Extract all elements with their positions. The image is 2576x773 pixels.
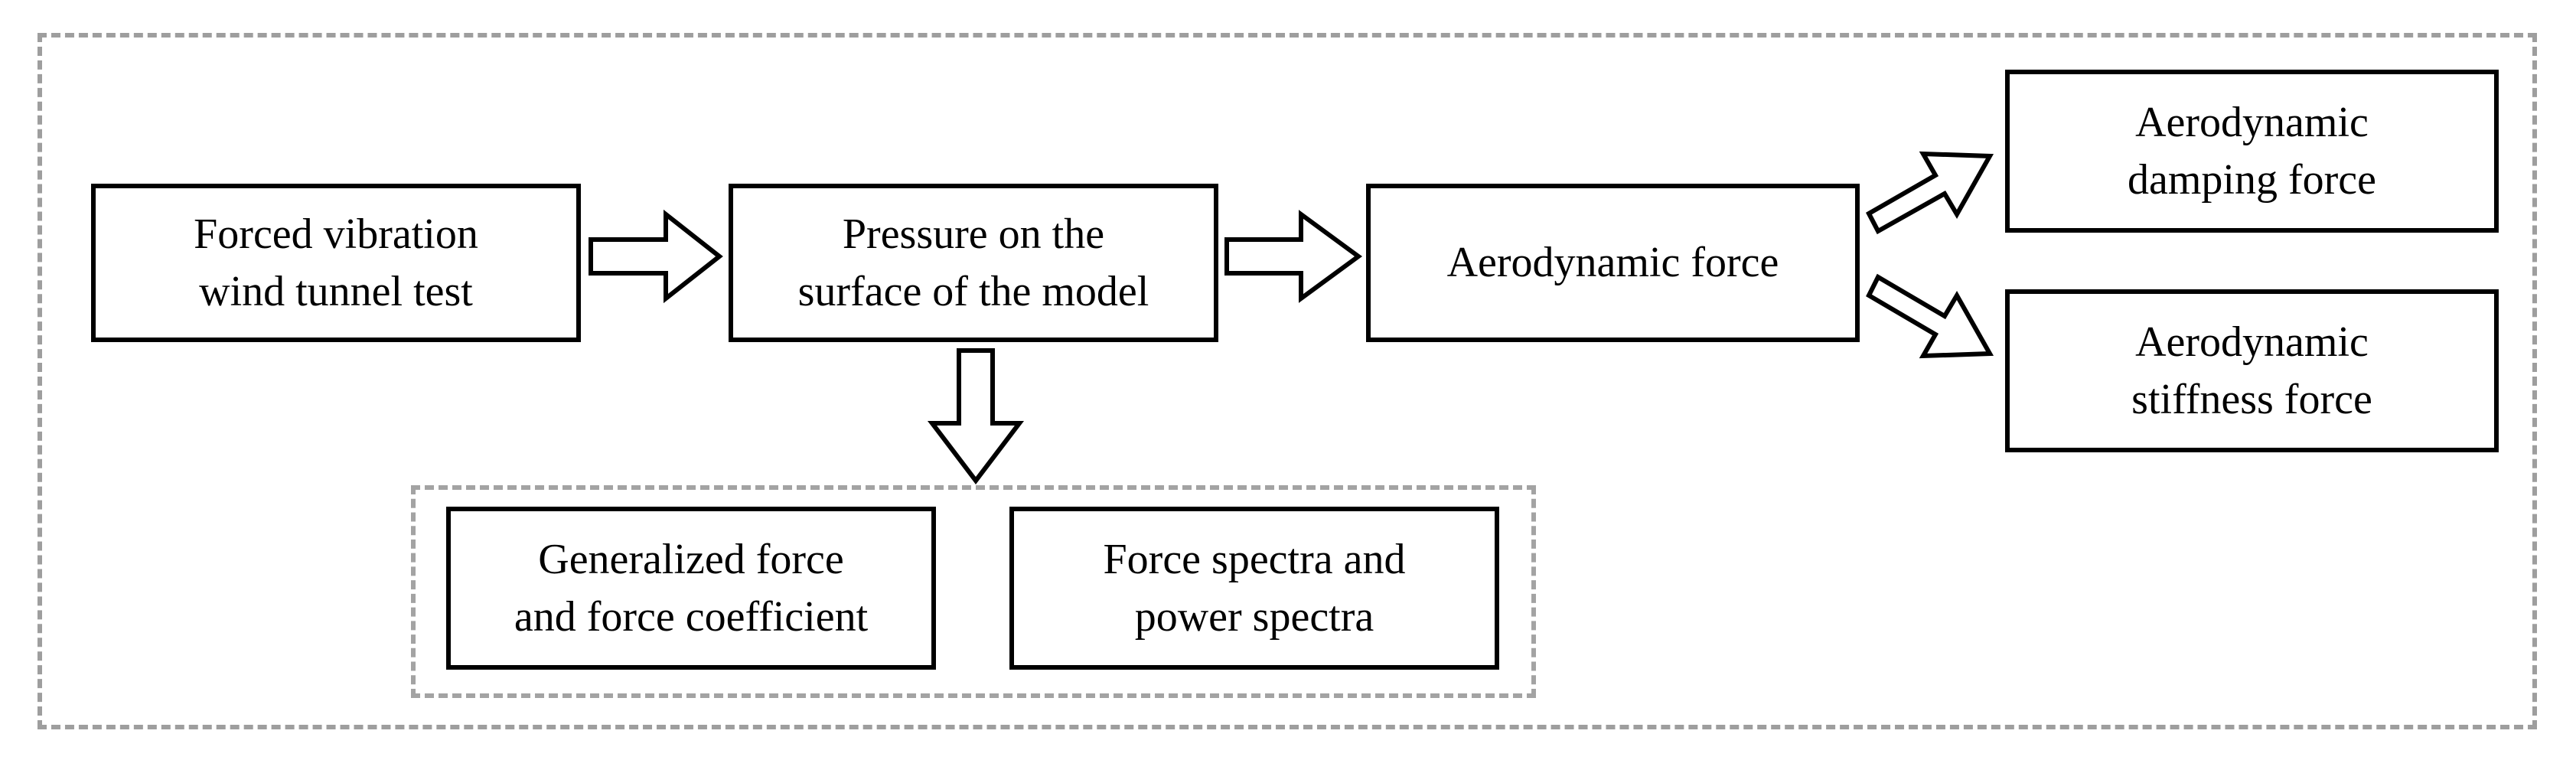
node-generalized-force: Generalized force and force coefficient [446,507,936,670]
arrow-pressure-to-aero-force [1224,210,1363,303]
node-forced-vibration-test: Forced vibration wind tunnel test [91,184,581,342]
node-aerodynamic-force: Aerodynamic force [1366,184,1860,342]
node-generalized-force-label: Generalized force and force coefficient [514,536,869,641]
node-aerodynamic-stiffness-force: Aerodynamic stiffness force [2005,289,2499,452]
node-aerodynamic-force-label: Aerodynamic force [1446,239,1779,287]
outer-dashed-frame [37,33,2537,729]
arrow-aero-force-to-damping [1866,151,1994,235]
node-force-spectra-label: Force spectra and power spectra [1103,536,1406,641]
arrow-test-to-pressure [589,209,723,304]
node-forced-vibration-test-label: Forced vibration wind tunnel test [194,210,478,315]
node-aerodynamic-damping-force-label: Aerodynamic damping force [2128,99,2376,204]
node-surface-pressure-label: Pressure on the surface of the model [797,210,1149,315]
results-dashed-group [411,485,1536,698]
node-surface-pressure: Pressure on the surface of the model [729,184,1218,342]
node-aerodynamic-stiffness-force-label: Aerodynamic stiffness force [2131,318,2372,423]
arrow-pressure-to-results [927,348,1025,484]
node-aerodynamic-damping-force: Aerodynamic damping force [2005,70,2499,233]
node-force-spectra: Force spectra and power spectra [1009,507,1499,670]
arrow-aero-force-to-stiffness [1866,273,1994,359]
